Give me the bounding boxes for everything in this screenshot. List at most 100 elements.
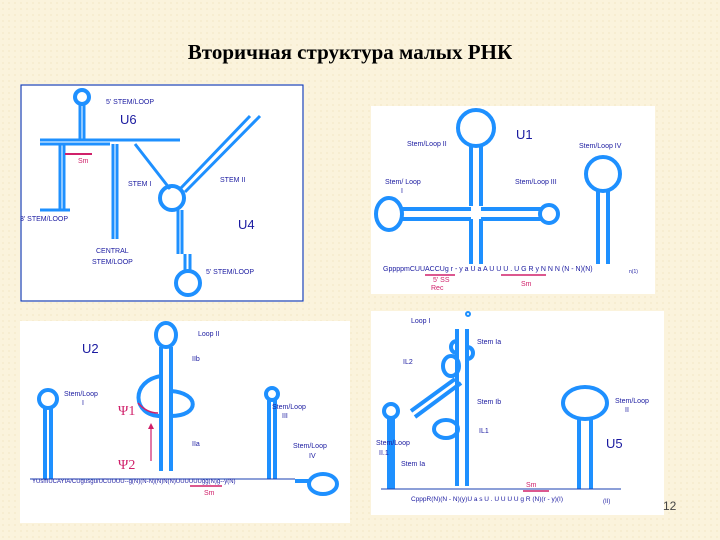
u1-stem-loop-ii-label: Stem/Loop II: [407, 141, 447, 148]
rna-strand-segment: [409, 377, 463, 419]
u4-5prime-loop: [174, 269, 202, 297]
u2-loop-iv: [307, 472, 339, 496]
u2-diagram: U2 Loop II IIb IIa Stem/Loop I Stem/Loop…: [30, 321, 339, 497]
u2-panel: U2 Loop II IIb IIa Stem/Loop I Stem/Loop…: [20, 321, 350, 523]
rna-strand-segment: [148, 423, 154, 429]
u1-loop-ii: [456, 108, 496, 148]
u1-loop-iv: [584, 155, 622, 193]
u5-stem-ia-label: Stem Ia: [477, 339, 501, 346]
u4-central-loop: [158, 184, 186, 212]
rna-strand-segment: [577, 419, 593, 489]
u1-rec-label: Rec: [431, 285, 444, 292]
rna-strand-segment: [111, 144, 119, 239]
u1-stem-loop-iii-label: Stem/Loop III: [515, 179, 557, 186]
rna-strand-segment: [481, 207, 541, 221]
u4-5prime-label: 5' STEM/LOOP: [206, 269, 254, 276]
rna-strand-segment: [469, 219, 483, 264]
u5-il2-label: IL2: [403, 359, 413, 366]
u5-stem-loop-ii-label: Stem/Loop: [615, 398, 649, 405]
u5-il1-label: IL1: [479, 428, 489, 435]
u2-stem-loop-iv-label: Stem/Loop: [293, 443, 327, 450]
u1-loop-i: [374, 196, 404, 232]
u1-stem-loop-i-label-2: I: [401, 188, 403, 195]
rna-strand-segment: [40, 138, 180, 146]
u5-loop-ii1: [382, 402, 400, 420]
u4-central-label-2: STEM/LOOP: [92, 259, 133, 266]
u2-sm-label: Sm: [204, 490, 215, 497]
u2-loop-ii-label: Loop II: [198, 331, 219, 338]
u6-3prime-label: 3' STEM/LOOP: [20, 216, 68, 223]
u6u4-stem-i-label: STEM I: [128, 181, 151, 188]
u6-label: U6: [120, 112, 137, 127]
u4-central-label: CENTRAL: [96, 248, 129, 255]
u2-sequence: YUsmUCAYIA/CUgusgu/UCUUUU--g(N)(N-N)(N)N…: [32, 479, 236, 485]
u2-stem-loop-iii-label-2: III: [282, 413, 288, 420]
u1-loop-iii: [538, 203, 560, 225]
u2-loop-i: [37, 388, 59, 410]
u6u4-stem-ii-label: STEM II: [220, 177, 245, 184]
u2-bulge-iib: [136, 374, 162, 418]
u5-sequence: CpppR(N)(N - N)(y)U a s U . U U U U g R …: [411, 496, 563, 503]
u5-stem-loop-ii1-label-2: II.1: [379, 450, 389, 457]
rna-strand-segment: [176, 210, 184, 254]
rna-strand-segment: [159, 347, 173, 471]
u5-stem-loop-ii1-label: Stem/Loop: [376, 440, 410, 447]
u2-label: U2: [82, 341, 99, 356]
u5-stem-ib-label: Stem Ib: [477, 399, 501, 406]
u5-bulge-il2: [441, 354, 461, 378]
rna-strand-segment: [267, 400, 277, 479]
u2-stem-loop-i-label: Stem/Loop: [64, 391, 98, 398]
u6-5prime-loop: [73, 88, 91, 106]
u5-stem-loop-ii-label-2: II: [625, 407, 629, 414]
rna-strand-segment: [58, 144, 66, 209]
u2-psi2-label: Ψ2: [118, 458, 135, 473]
u1-sequence: GppppmCUUACCUg r - y a U a A U U U . U G…: [383, 266, 593, 273]
u2-stem-loop-i-label-2: I: [82, 400, 84, 407]
u4-label: U4: [238, 217, 255, 232]
page-title: Вторичная структура малых РНК: [187, 40, 513, 64]
u2-iia-label: IIa: [192, 441, 200, 448]
u1-diagram: U1 Stem/Loop II Stem/Loop IV Stem/ Loop …: [374, 108, 638, 292]
u2-psi1-label: Ψ1: [118, 404, 135, 419]
u5-loop-i-label: Loop I: [411, 318, 431, 325]
rna-strand-segment: [78, 104, 86, 139]
u6-5prime-label: 5' STEM/LOOP: [106, 99, 154, 106]
page-number: 12: [663, 499, 677, 513]
u5-sequence-subscript: (II): [603, 499, 610, 505]
u2-loop-ii: [154, 321, 178, 349]
rna-strand-segment: [43, 408, 53, 479]
u1-panel: U1 Stem/Loop II Stem/Loop IV Stem/ Loop …: [371, 106, 655, 294]
u5-loop-i: [465, 311, 471, 317]
rna-strand-segment: [469, 146, 483, 206]
u1-stem-loop-iv-label: Stem/Loop IV: [579, 143, 622, 150]
u5-diagram: Loop I Stem Ia IL2 Stem Ib IL1 Stem/Loop…: [376, 311, 649, 505]
u5-label: U5: [606, 436, 623, 451]
u5-sm-label: Sm: [526, 482, 537, 489]
rna-strand-segment: [449, 339, 475, 361]
rna-strand-segment: [178, 114, 262, 194]
u1-sequence-subscript: n(1): [629, 269, 638, 275]
rna-strand-segment: [137, 402, 159, 414]
u6-sm-label: Sm: [78, 158, 89, 165]
u1-sm-label: Sm: [521, 281, 532, 288]
rna-strand-segment: [455, 329, 469, 486]
u5-stem-ia-low-label: Stem Ia: [401, 461, 425, 468]
rna-strand-segment: [401, 207, 471, 221]
u6-u4-diagram: 5' STEM/LOOP U6 Sm STEM I STEM II 3' STE…: [20, 84, 304, 302]
rna-strand-segment: [596, 191, 610, 264]
u6-u4-panel: 5' STEM/LOOP U6 Sm STEM I STEM II 3' STE…: [20, 84, 304, 302]
u1-5ss-label: 5' SS: [433, 277, 450, 284]
u6-u4-frame: [20, 84, 304, 302]
u2-stem-loop-iii-label: Stem/Loop: [272, 404, 306, 411]
rna-strand-segment: [133, 143, 172, 190]
u2-iib-label: IIb: [192, 356, 200, 363]
rna-strand-segment: [183, 254, 192, 271]
u5-bulge-il1: [432, 418, 460, 440]
u1-stem-loop-i-label: Stem/ Loop: [385, 179, 421, 186]
u2-loop-iii: [264, 386, 280, 402]
u5-loop-ii: [561, 385, 609, 421]
u1-label: U1: [516, 127, 533, 142]
rna-strand-segment: [387, 418, 395, 489]
rna-strand-segment: [170, 389, 195, 418]
u5-panel: Loop I Stem Ia IL2 Stem Ib IL1 Stem/Loop…: [371, 311, 664, 515]
